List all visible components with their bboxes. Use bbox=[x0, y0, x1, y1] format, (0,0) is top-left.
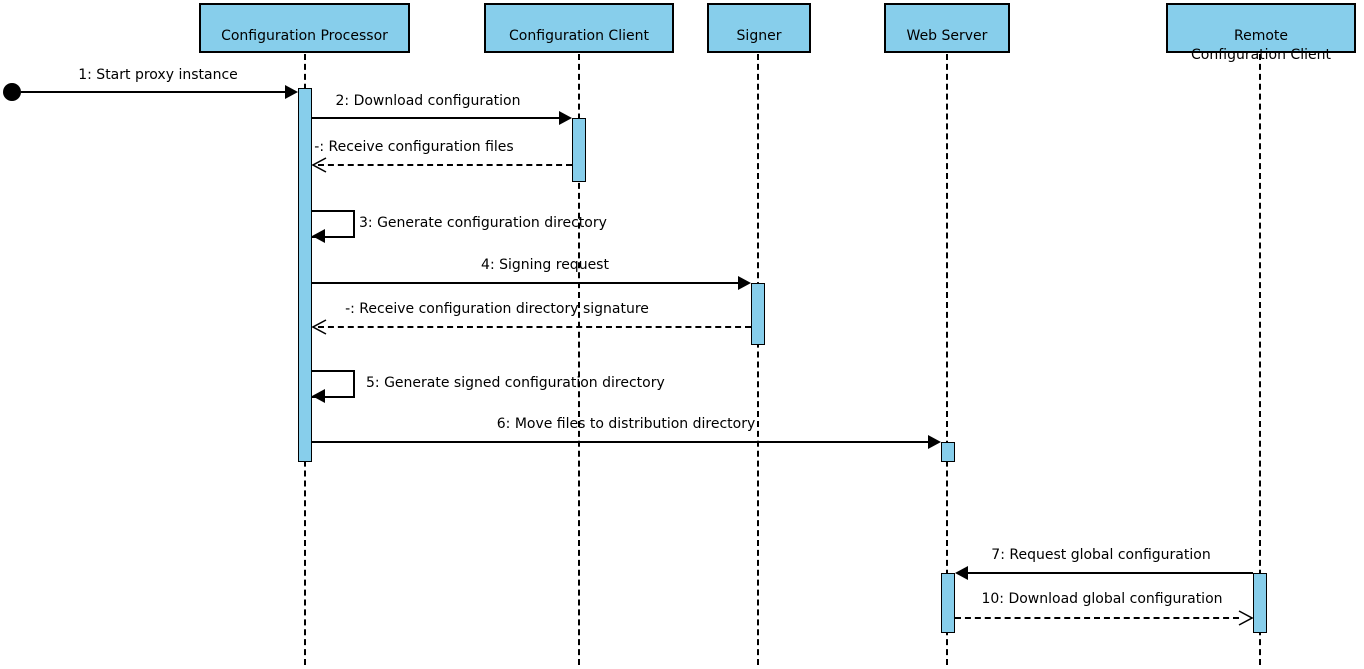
arrowhead-open-right-icon bbox=[1238, 610, 1253, 626]
activation-remote-configuration-client bbox=[1253, 573, 1267, 633]
arrowhead-filled-left-icon bbox=[312, 229, 325, 243]
arrowhead-filled-left-icon bbox=[312, 389, 325, 403]
activation-signer bbox=[751, 283, 765, 345]
message-label: 10: Download global configuration bbox=[981, 591, 1223, 607]
message-label: -: Receive configuration directory signa… bbox=[345, 301, 649, 317]
participant-configuration-processor: Configuration Processor bbox=[199, 3, 410, 53]
arrowhead-filled-left-icon bbox=[955, 566, 968, 580]
message-label: 7: Request global configuration bbox=[991, 547, 1211, 563]
self-message-loop bbox=[312, 210, 355, 238]
message-line bbox=[312, 282, 740, 284]
message-label: 4: Signing request bbox=[481, 257, 609, 273]
message-line bbox=[312, 117, 561, 119]
initial-node-icon bbox=[3, 83, 21, 101]
message-label: 6: Move files to distribution directory bbox=[496, 416, 756, 432]
arrowhead-open-left-icon bbox=[312, 157, 327, 173]
participant-label: Configuration Client bbox=[509, 27, 649, 44]
activation-configuration-processor bbox=[298, 88, 312, 462]
lifeline-configuration-client bbox=[578, 54, 580, 665]
message-line bbox=[312, 441, 930, 443]
lifeline-remote-configuration-client bbox=[1259, 54, 1261, 665]
participant-signer: Signer bbox=[707, 3, 811, 53]
participant-label: Signer bbox=[736, 27, 782, 44]
arrowhead-filled-right-icon bbox=[559, 111, 572, 125]
arrowhead-filled-right-icon bbox=[928, 435, 941, 449]
participant-remote-configuration-client: Remote Configuration Client bbox=[1166, 3, 1356, 63]
arrowhead-filled-right-icon bbox=[285, 85, 298, 99]
participant-configuration-client: Configuration Client bbox=[484, 3, 674, 53]
message-line bbox=[955, 617, 1239, 619]
message-label: 5: Generate signed configuration directo… bbox=[366, 375, 665, 391]
message-label: 1: Start proxy instance bbox=[78, 67, 238, 83]
lifeline-web-server bbox=[946, 54, 948, 665]
message-label: 3: Generate configuration directory bbox=[359, 215, 607, 231]
message-line bbox=[318, 164, 572, 166]
participant-label: Remote Configuration Client bbox=[1191, 27, 1331, 63]
message-label: -: Receive configuration files bbox=[314, 139, 514, 155]
activation-web-server-move bbox=[941, 442, 955, 462]
arrowhead-open-left-icon bbox=[312, 319, 327, 335]
message-line bbox=[21, 91, 287, 93]
activation-configuration-client bbox=[572, 118, 586, 182]
self-message-loop bbox=[312, 370, 355, 398]
participant-label: Web Server bbox=[906, 27, 988, 44]
arrowhead-filled-right-icon bbox=[738, 276, 751, 290]
message-line bbox=[318, 326, 751, 328]
message-label: 2: Download configuration bbox=[335, 93, 521, 109]
participant-web-server: Web Server bbox=[884, 3, 1010, 53]
message-line bbox=[966, 572, 1253, 574]
activation-web-server-request bbox=[941, 573, 955, 633]
participant-label: Configuration Processor bbox=[221, 27, 388, 44]
lifeline-signer bbox=[757, 54, 759, 665]
